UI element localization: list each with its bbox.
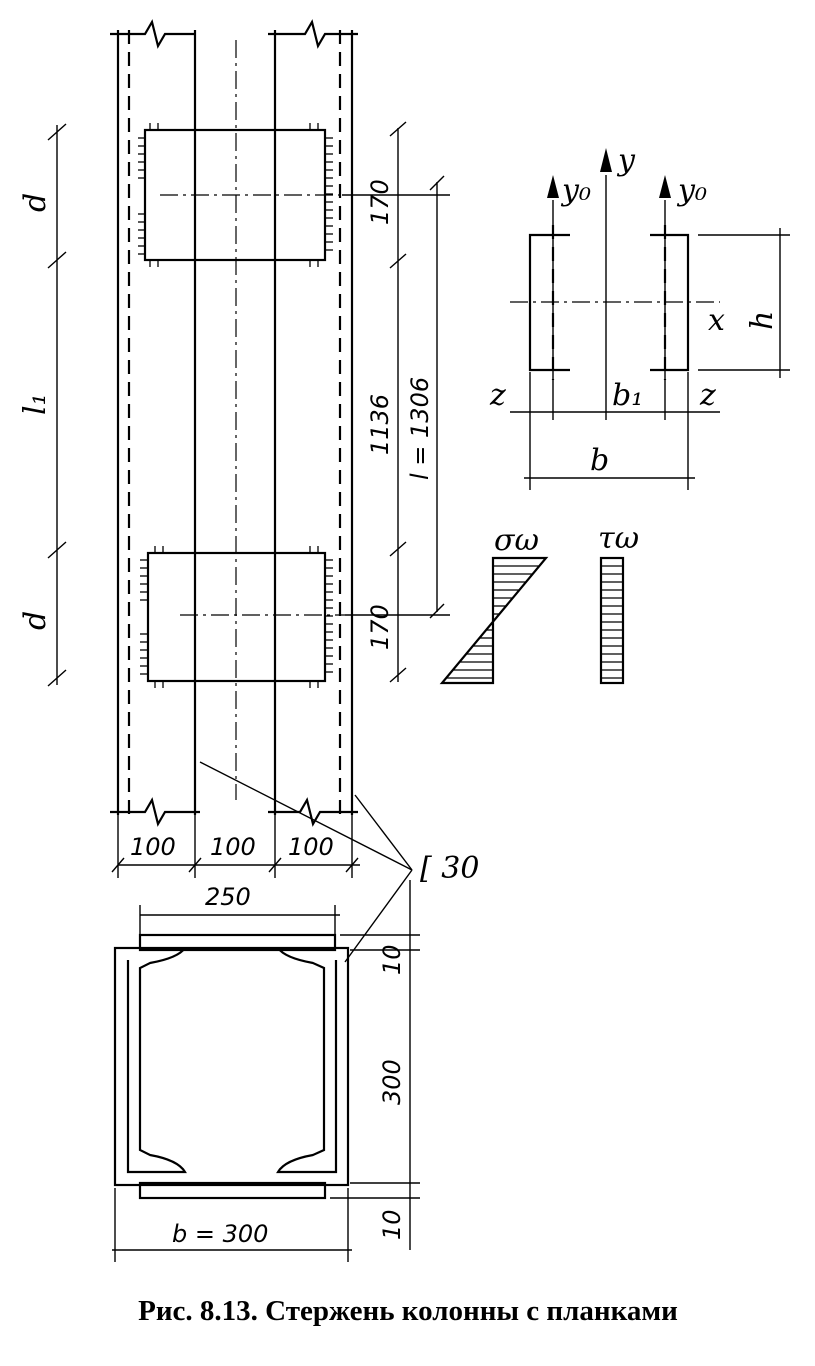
dim-total: l = 1306 (406, 377, 434, 480)
column-elevation (110, 19, 358, 827)
channel-label: [ 30 (420, 851, 479, 886)
plan-cross-section: 250 10 300 10 b = 300 (112, 880, 420, 1262)
label-y0-right: y₀ (676, 173, 707, 208)
channel-leader: [ 30 (199, 761, 479, 963)
dim-plate-top: 170 (366, 179, 394, 225)
label-l1: l₁ (18, 393, 53, 415)
dim-bottom-3: 100 (288, 833, 334, 861)
right-dimension-chain: 170 1136 170 l = 1306 (342, 121, 450, 683)
label-z-left: z (489, 378, 506, 413)
dim-width: b = 300 (172, 1220, 268, 1248)
dim-bottom-2: 100 (210, 833, 256, 861)
stress-diagram-tau: τω (598, 521, 639, 685)
dim-bottom-1: 100 (130, 833, 176, 861)
sigma-label: σω (494, 523, 539, 558)
batten-plate-top (138, 123, 340, 267)
label-b: b (590, 443, 609, 478)
label-h: h (745, 311, 780, 330)
batten-plate-bottom (140, 546, 345, 688)
label-b1: b₁ (612, 378, 643, 413)
label-y0-left: y₀ (560, 173, 591, 208)
dim-bottom-plate: 10 (378, 1209, 406, 1240)
bottom-dimension-chain: 100 100 100 (111, 815, 360, 878)
figure-caption: Рис. 8.13. Стержень колонны с планками (138, 1295, 678, 1327)
left-dimension-chain: d l₁ d (18, 123, 67, 687)
cross-section-axes: y y₀ y₀ x h z z b₁ b (489, 143, 790, 490)
label-y: y (616, 143, 636, 178)
dim-top-plate: 10 (378, 944, 406, 975)
dim-plate-bottom: 170 (366, 604, 394, 650)
label-d-bottom: d (18, 611, 53, 630)
stress-diagram-sigma: σω (439, 523, 549, 685)
tau-label: τω (598, 521, 639, 556)
label-x: x (708, 303, 725, 338)
dim-plate-width: 250 (205, 883, 251, 911)
label-z-right: z (699, 378, 716, 413)
label-d-top: d (18, 193, 53, 212)
dim-height: 300 (378, 1059, 406, 1105)
dim-between: 1136 (366, 394, 394, 455)
